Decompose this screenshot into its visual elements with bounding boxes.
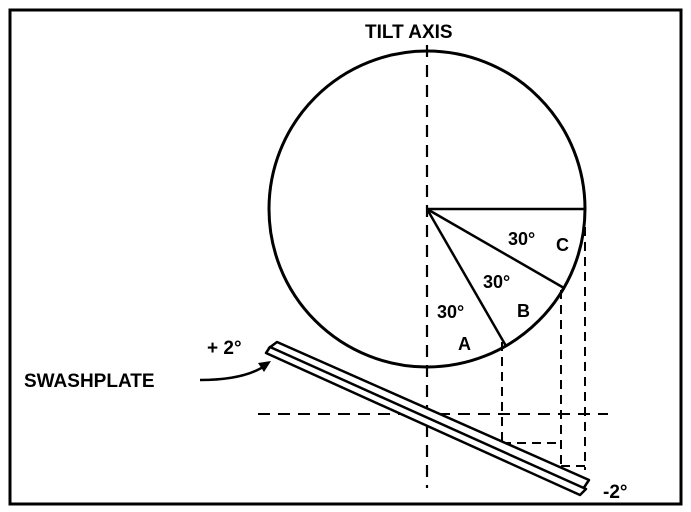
point-b-label: B bbox=[517, 301, 530, 321]
tilt-axis-label: TILT AXIS bbox=[365, 22, 453, 43]
swashplate-label: SWASHPLATE bbox=[24, 371, 155, 392]
radius-c bbox=[426, 207, 565, 290]
minus-two-degree-label: -2° bbox=[603, 482, 628, 503]
swashplate-pointer-line bbox=[199, 363, 267, 382]
point-a-label: A bbox=[458, 334, 471, 354]
point-c-label: C bbox=[556, 235, 569, 255]
swashplate-arrowhead bbox=[258, 361, 271, 372]
swashplate-bar-outline bbox=[264, 345, 588, 497]
radius-b bbox=[425, 208, 508, 347]
diagram-frame bbox=[8, 8, 683, 506]
angle-a-label: 30° bbox=[437, 302, 464, 322]
angle-c-label: 30° bbox=[508, 229, 535, 249]
plus-two-degree-label: + 2° bbox=[207, 338, 242, 359]
angle-b-label: 30° bbox=[483, 272, 510, 292]
